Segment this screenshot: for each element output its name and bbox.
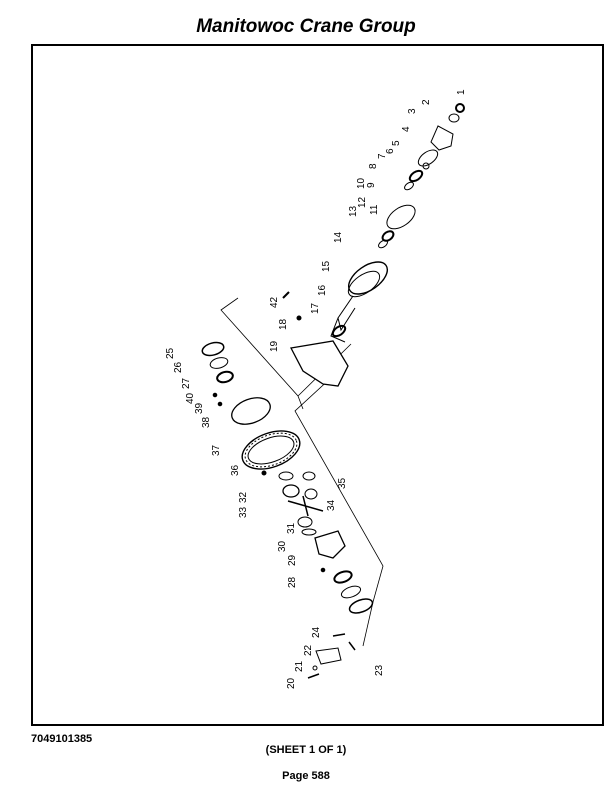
part-pinion-mate bbox=[304, 488, 318, 500]
callout-label: 39 bbox=[194, 402, 205, 414]
callout-label: 40 bbox=[185, 392, 196, 404]
callout-label: 4 bbox=[401, 126, 412, 132]
callout-label: 25 bbox=[165, 347, 176, 359]
callout-label: 21 bbox=[294, 660, 305, 672]
part-spacer bbox=[404, 181, 414, 191]
part-thrust-washer bbox=[301, 528, 317, 536]
assembly-guide-line bbox=[294, 375, 384, 647]
part-bolt bbox=[282, 291, 290, 299]
callout-label: 27 bbox=[181, 377, 192, 389]
part-bearing bbox=[408, 169, 424, 183]
callout-label: 30 bbox=[277, 540, 288, 552]
diagram-frame: 1 2 3 4 5 6 7 8 9 10 11 12 13 14 15 16 1… bbox=[31, 44, 604, 726]
callout-label: 11 bbox=[369, 204, 380, 215]
part-bearing-cage bbox=[386, 204, 416, 230]
callout-label: 1 bbox=[456, 89, 467, 95]
part-thrust-washer bbox=[278, 471, 294, 481]
callout-label: 22 bbox=[303, 644, 314, 656]
callout-label: 26 bbox=[173, 361, 184, 373]
part-bearing-cone bbox=[333, 570, 353, 584]
exploded-parts-diagram: 1 2 3 4 5 6 7 8 9 10 11 12 13 14 15 16 1… bbox=[165, 89, 467, 689]
callout-label: 31 bbox=[286, 522, 297, 534]
callout-label: 36 bbox=[230, 464, 241, 476]
sheet-indicator: (SHEET 1 OF 1) bbox=[265, 744, 347, 756]
callout-label: 33 bbox=[238, 506, 249, 518]
callout-label: 2 bbox=[421, 99, 432, 105]
page-number: Page 588 bbox=[282, 770, 330, 782]
part-case-half bbox=[231, 397, 271, 425]
callout-label: 20 bbox=[286, 677, 297, 689]
page-title: Manitowoc Crane Group bbox=[196, 16, 416, 37]
part-cup bbox=[340, 585, 362, 599]
part-thrust-washer bbox=[302, 471, 316, 481]
part-pinion-gear bbox=[330, 261, 388, 343]
callout-label: 32 bbox=[238, 491, 249, 503]
part-adjuster-nut bbox=[201, 341, 225, 357]
part-carrier-housing bbox=[290, 340, 349, 387]
callout-label: 5 bbox=[391, 140, 402, 146]
callout-label: 19 bbox=[269, 340, 280, 352]
callout-label: 18 bbox=[278, 318, 289, 330]
part-bolt bbox=[332, 633, 346, 637]
callout-label: 14 bbox=[333, 231, 344, 243]
callout-label: 23 bbox=[374, 664, 385, 676]
part-side-gear bbox=[297, 516, 313, 528]
callout-label: 10 bbox=[356, 177, 367, 189]
callout-label: 15 bbox=[321, 260, 332, 272]
part-washer bbox=[448, 113, 460, 123]
part-bolt bbox=[212, 392, 218, 398]
callout-label: 16 bbox=[317, 284, 328, 296]
assembly-guide-line bbox=[220, 297, 304, 410]
part-cup bbox=[381, 230, 395, 242]
part-bolt bbox=[320, 567, 326, 573]
callout-label: 28 bbox=[287, 576, 298, 588]
callout-label: 6 bbox=[385, 148, 396, 154]
callout-label: 17 bbox=[310, 302, 321, 314]
part-washer bbox=[312, 665, 318, 671]
part-case-half bbox=[314, 530, 346, 559]
callout-label: 12 bbox=[357, 196, 368, 208]
drawing-part-number: 7049101385 bbox=[31, 733, 93, 745]
part-side-gear bbox=[282, 484, 300, 498]
part-adjuster-nut bbox=[348, 598, 374, 614]
part-shim bbox=[378, 239, 388, 249]
part-ring bbox=[422, 162, 430, 170]
callout-label: 13 bbox=[348, 205, 359, 217]
callout-label: 29 bbox=[287, 554, 298, 566]
part-cup bbox=[209, 357, 229, 369]
part-seal bbox=[417, 149, 439, 167]
part-bearing-cone bbox=[216, 370, 234, 384]
part-washer bbox=[217, 401, 223, 407]
callout-label: 9 bbox=[366, 182, 377, 188]
part-nut bbox=[455, 103, 465, 113]
part-spider bbox=[287, 495, 324, 517]
part-dowel bbox=[296, 315, 302, 321]
callout-label: 42 bbox=[269, 296, 280, 308]
callout-label: 37 bbox=[211, 444, 222, 456]
callout-label: 34 bbox=[326, 499, 337, 511]
callout-label: 24 bbox=[311, 626, 322, 638]
part-yoke bbox=[430, 125, 454, 151]
callout-label: 35 bbox=[337, 477, 348, 489]
callout-label: 8 bbox=[368, 163, 379, 169]
callout-label: 7 bbox=[377, 153, 388, 159]
part-adjuster-lock bbox=[315, 647, 342, 665]
part-ring-gear bbox=[241, 430, 301, 470]
part-pilot-bearing bbox=[331, 324, 347, 338]
callout-label: 3 bbox=[407, 108, 418, 114]
part-bolt bbox=[307, 673, 320, 679]
part-bolt bbox=[348, 641, 356, 651]
callout-label: 38 bbox=[201, 416, 212, 428]
part-pin bbox=[261, 470, 267, 476]
